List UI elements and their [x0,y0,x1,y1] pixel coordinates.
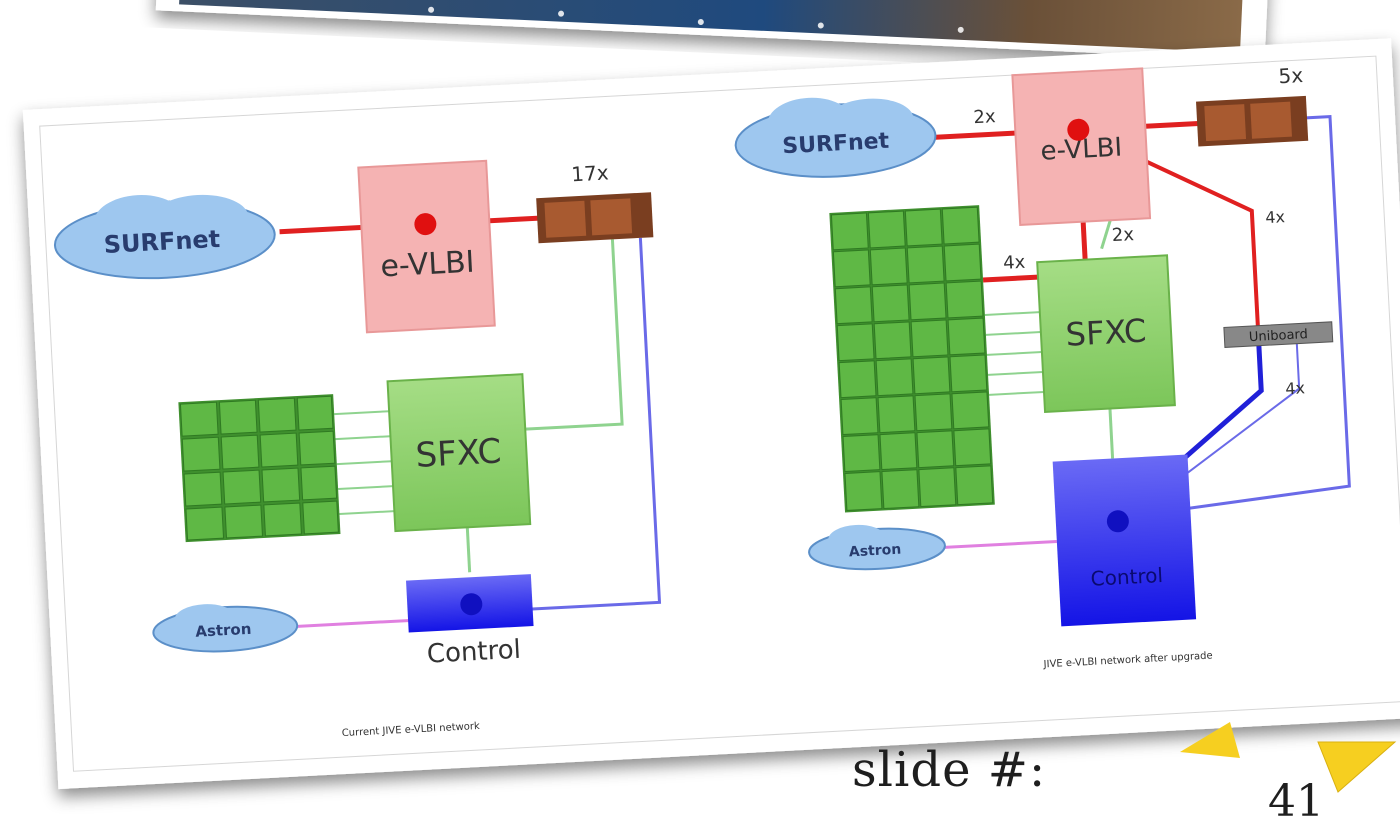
magenta-link [295,618,411,628]
astron-label: Astron [195,620,252,641]
server-rack-photo [179,0,1247,53]
surfnet-cloud: SURFnet [53,194,276,280]
slide-number: 41 [1268,776,1324,827]
evlbi-box [357,159,496,334]
yellow-callout-left [1180,722,1240,758]
control-box-right [1052,454,1197,627]
control-label: Control [426,635,521,670]
link-4x-right-top: 4x [1265,207,1286,227]
surfnet-label-right: SURFnet [782,129,890,160]
astron-cloud-right: Astron [808,524,946,571]
astron-cloud: Astron [152,604,299,653]
evlbi-node [414,213,437,236]
yellow-callout-right [1317,741,1397,793]
astron-label-right: Astron [849,542,902,561]
surfnet-label: SURFnet [103,225,221,259]
green-link [520,239,624,431]
right-diagram: SURFnet e-VLBI 2x 5x [734,63,1351,670]
sfxc-box-right [1036,254,1176,413]
compute-grid [178,394,341,543]
diagram-card: SURFnet e-VLBI 17x [22,38,1400,790]
surfnet-cloud-right: SURFnet [734,97,937,178]
link-2x-top: 2x [973,106,997,128]
sfxc-control-link-right [1108,408,1115,459]
control-label-right: Control [1090,563,1163,591]
slide-label: slide #: [852,742,1047,798]
link-4x-left: 4x [1003,252,1027,274]
control-node-right [1106,510,1129,533]
control-node [460,593,483,616]
left-diagram: SURFnet e-VLBI 17x [53,159,662,739]
sfxc-label-right: SFXC [1065,312,1148,354]
evlbi-node-right [1067,118,1090,141]
evlbi-label: e-VLBI [380,245,476,285]
switch-count-right: 5x [1278,63,1304,88]
compute-grid-right [829,205,995,513]
uniboard-box [1223,321,1334,348]
link-2x-mid: 2x [1111,224,1135,246]
magenta-link-right [936,539,1057,550]
sfxc-label: SFXC [415,431,503,475]
uniboard-label: Uniboard [1249,327,1309,345]
sfxc-box [386,373,532,533]
sfxc-control-link [465,522,472,573]
blue-link [479,237,662,614]
photo-frame [155,0,1273,61]
switch-count: 17x [571,160,610,186]
link-4x-right-bottom: 4x [1285,378,1306,398]
evlbi-box-right [1011,67,1152,227]
